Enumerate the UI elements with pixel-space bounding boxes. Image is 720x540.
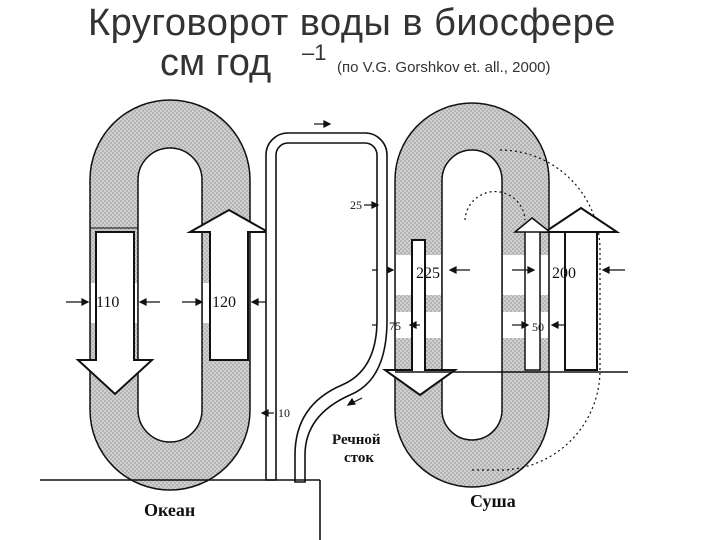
land-inner-value: 50: [532, 320, 544, 334]
river-runoff-label-2: сток: [344, 450, 374, 466]
land-75-value: 75: [389, 319, 401, 333]
slide-title-units: см год: [160, 42, 272, 84]
land-inner-dotted-loop: [464, 190, 526, 221]
land-evaporation-arrow: [541, 206, 621, 371]
atmospheric-transport-tube: [265, 132, 388, 483]
ocean-precipitation-arrow: [75, 231, 155, 396]
land-precipitation-arrow: [381, 239, 459, 397]
transport-to-land-value: 25: [350, 198, 362, 212]
slide-title: Круговорот воды в биосфере: [88, 2, 616, 44]
land-label: Суша: [470, 491, 516, 511]
ocean-label: Океан: [144, 500, 195, 520]
units-exponent: –1: [302, 40, 327, 65]
transport-return-value: 10: [278, 406, 290, 420]
ocean-precipitation-value: 110: [96, 294, 119, 311]
ocean-evaporation-arrow: [186, 208, 272, 361]
ocean-evaporation-value: 120: [212, 294, 236, 311]
source-citation: (по V.G. Gorshkov et. all., 2000): [337, 59, 551, 76]
land-evaporation-value: 200: [552, 265, 576, 282]
surface-lines: [40, 371, 628, 540]
transport-direction-arrows: [260, 120, 380, 417]
river-runoff-label-1: Речной: [332, 432, 381, 448]
land-precipitation-value: 225: [416, 265, 440, 282]
land-dotted-loop: [470, 149, 601, 471]
